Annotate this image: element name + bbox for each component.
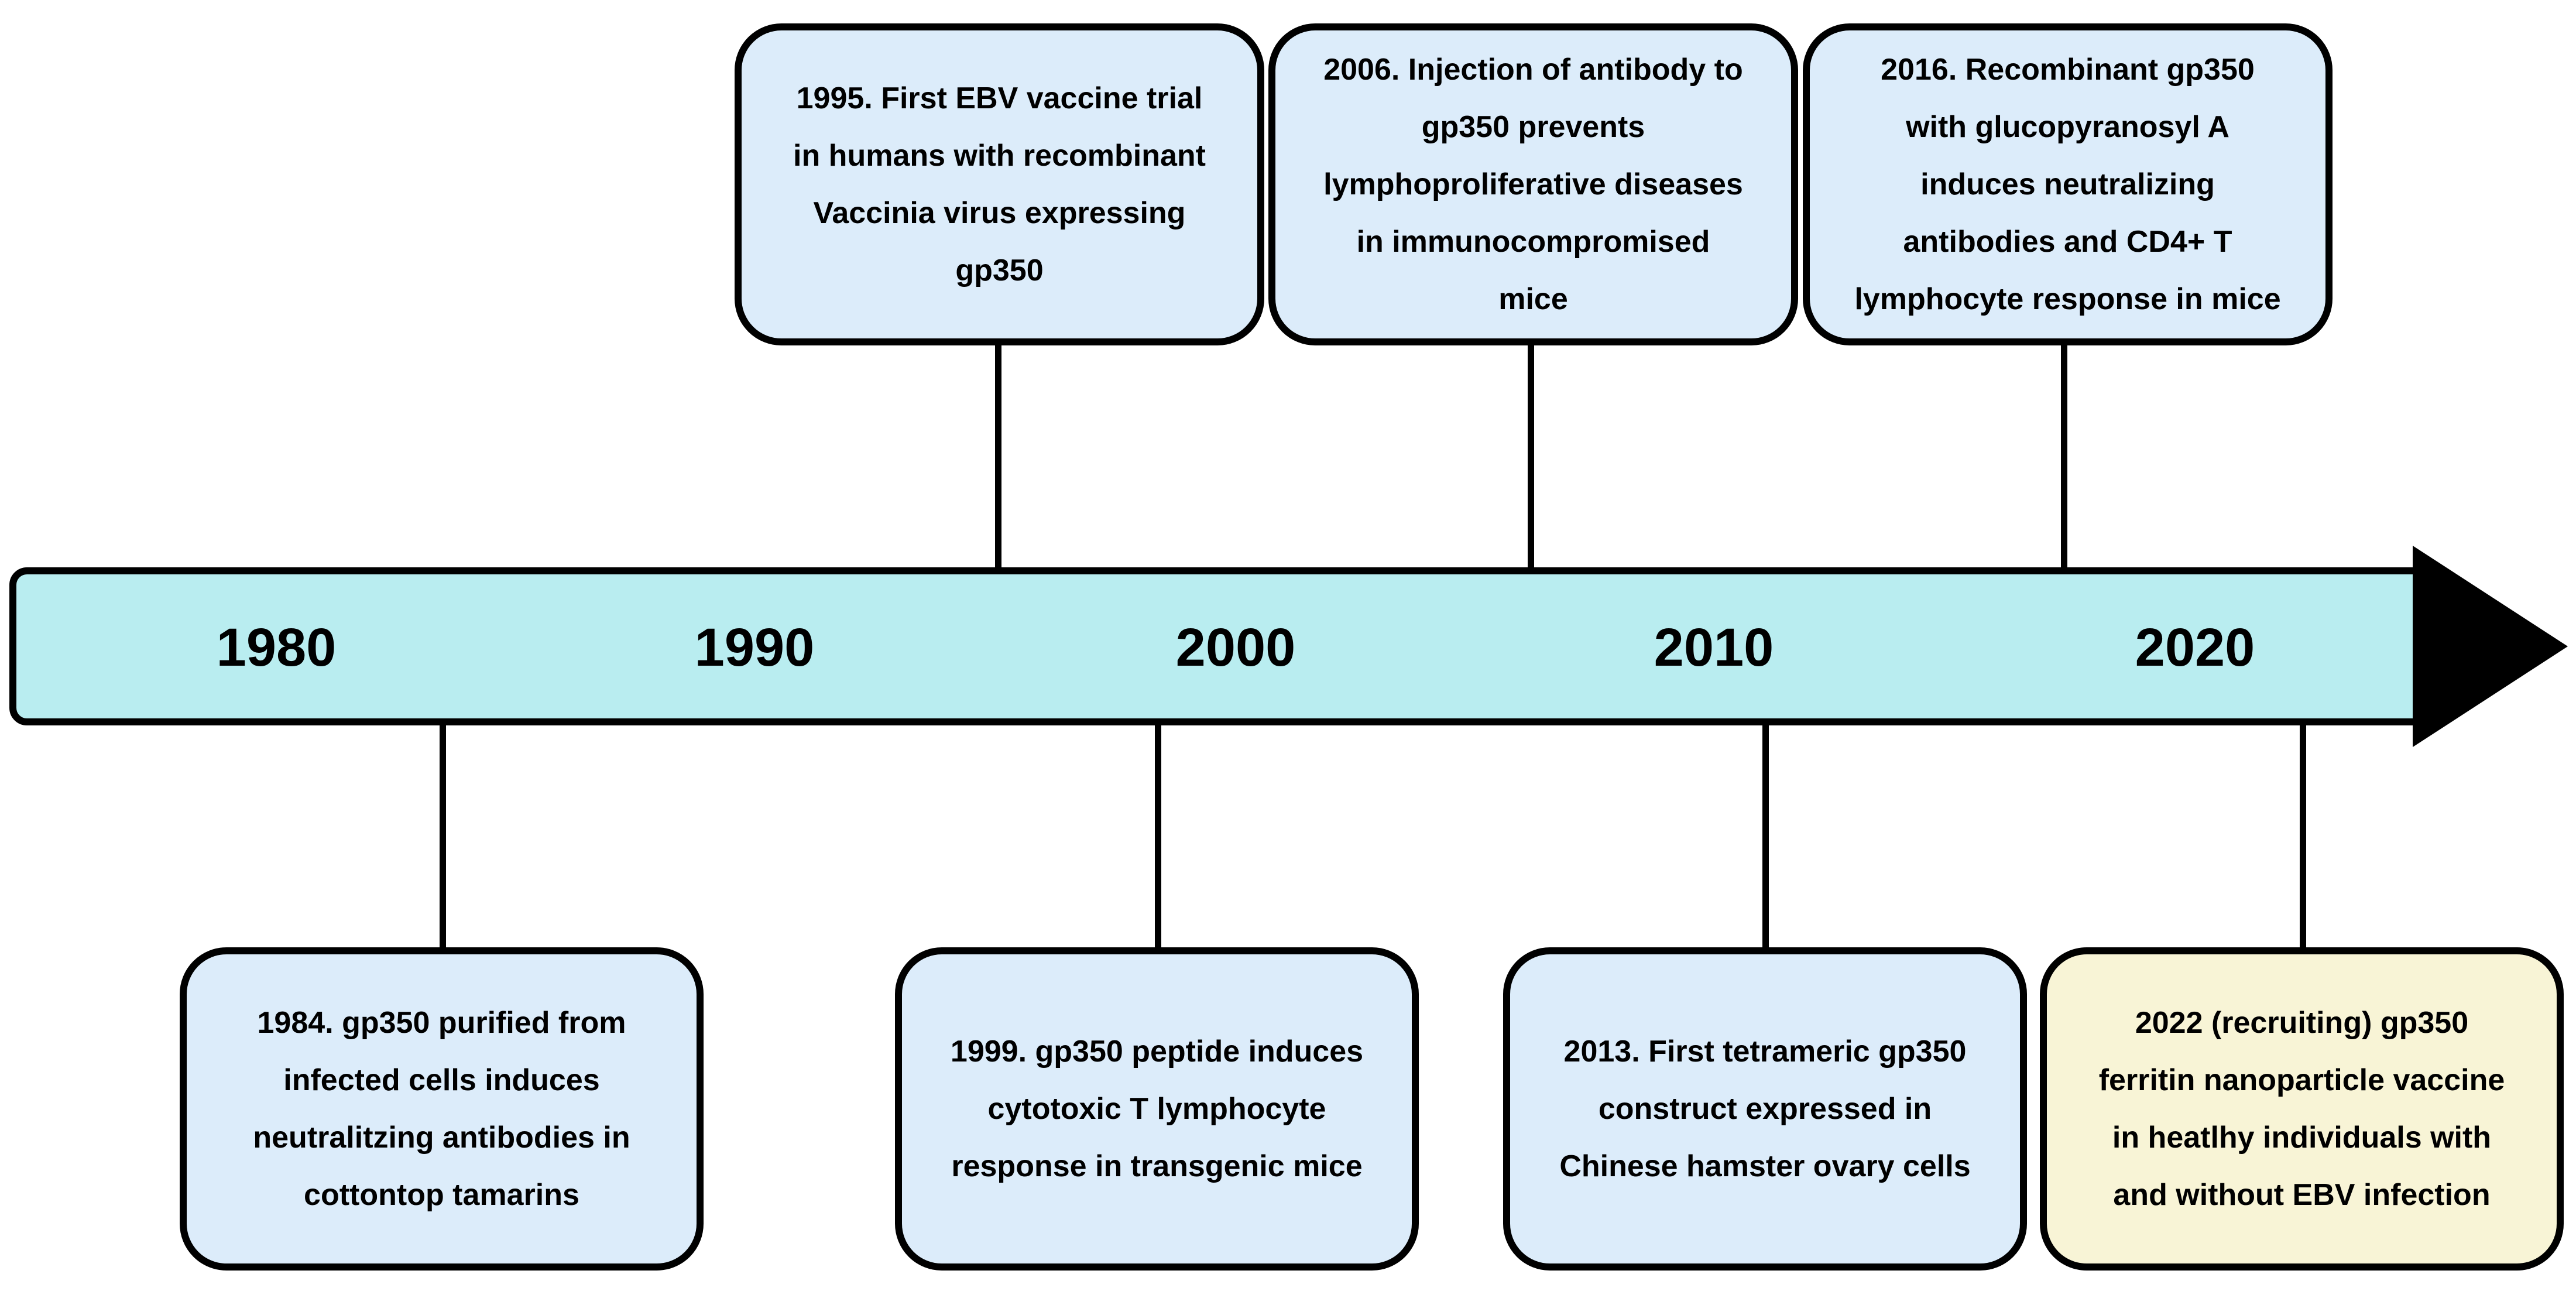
year-label-2000: 2000	[1175, 618, 1296, 677]
connector-1984	[440, 719, 446, 952]
event-box-2022: 2022 (recruiting) gp350 ferritin nanopar…	[2040, 947, 2564, 1271]
connector-1999	[1155, 719, 1161, 952]
timeline-arrowhead	[2413, 546, 2568, 747]
event-text-2022: 2022 (recruiting) gp350 ferritin nanopar…	[2098, 1006, 2505, 1212]
year-label-1980: 1980	[216, 618, 337, 677]
connector-2013	[1762, 719, 1769, 952]
event-text-2016: 2016. Recombinant gp350 with glucopyrano…	[1854, 53, 2281, 316]
event-text-1995: 1995. First EBV vaccine trial in humans …	[793, 81, 1206, 287]
event-text-2013: 2013. First tetrameric gp350 construct e…	[1559, 1035, 1971, 1183]
connector-2022	[2300, 719, 2306, 952]
event-box-2016: 2016. Recombinant gp350 with glucopyrano…	[1803, 23, 2333, 345]
event-box-1984: 1984. gp350 purified from infected cells…	[180, 947, 704, 1271]
year-label-1990: 1990	[694, 618, 815, 677]
event-box-2006: 2006. Injection of antibody to gp350 pre…	[1268, 23, 1798, 345]
event-text-1984: 1984. gp350 purified from infected cells…	[253, 1006, 630, 1212]
event-box-1995: 1995. First EBV vaccine trial in humans …	[735, 23, 1264, 345]
event-text-2006: 2006. Injection of antibody to gp350 pre…	[1323, 53, 1743, 316]
event-box-2013: 2013. First tetrameric gp350 construct e…	[1503, 947, 2027, 1271]
connector-2006	[1528, 343, 1534, 574]
event-box-1999: 1999. gp350 peptide induces cytotoxic T …	[895, 947, 1419, 1271]
connector-1995	[995, 343, 1001, 574]
connector-2016	[2061, 343, 2067, 574]
year-label-2010: 2010	[1654, 618, 1774, 677]
year-label-2020: 2020	[2135, 618, 2255, 677]
event-text-1999: 1999. gp350 peptide induces cytotoxic T …	[950, 1035, 1364, 1183]
